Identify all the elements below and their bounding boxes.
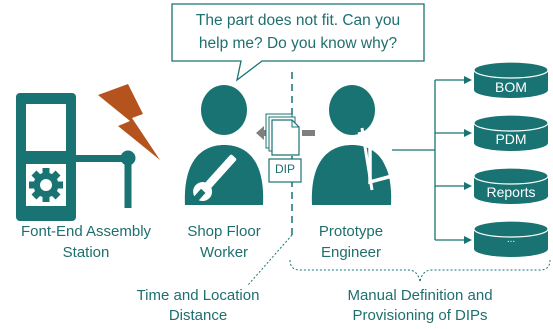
lightning-icon [98, 84, 160, 160]
gap-caption-line-1: Time and Location [136, 287, 260, 304]
assembly-station-label-line-1: Font-End Assembly [20, 223, 152, 240]
worker-icon [184, 85, 264, 205]
arrow-shaft [302, 130, 315, 136]
gap-caption-line-2: Distance [168, 307, 228, 324]
drafting-tools-icon [357, 125, 395, 191]
assembly-station-label-line-2: Station [62, 244, 110, 261]
database-label-pdm: PDM [495, 131, 527, 147]
database-label-more: ... [506, 234, 516, 245]
worker-label-line-1: Shop Floor [187, 223, 261, 240]
database-pdm [473, 114, 549, 151]
curly-brace [289, 259, 551, 283]
manual-caption-line-2: Provisioning of DIPs [352, 307, 488, 324]
manual-caption-line-1: Manual Definition and [347, 287, 493, 304]
connector-lines [392, 79, 465, 241]
database-label-bom: BOM [495, 79, 527, 95]
database-label-reports: Reports [486, 184, 536, 200]
engineer-icon [311, 85, 395, 205]
wrench-icon [192, 154, 237, 203]
speech-bubble-line-2: help me? Do you know why? [198, 35, 398, 52]
gear-icon [29, 168, 63, 202]
engineer-label-line-1: Prototype [318, 223, 384, 240]
database-more [473, 220, 549, 257]
engineer-label-line-2: Engineer [320, 244, 382, 261]
database-reports [473, 167, 549, 204]
assembly-station-icon [16, 93, 136, 221]
connector-arrowheads [464, 76, 472, 244]
worker-label-line-2: Worker [199, 244, 249, 261]
database-bom [473, 61, 549, 98]
speech-bubble [171, 3, 425, 82]
gap-pointer-line [247, 234, 293, 286]
document-label: DIP [274, 162, 295, 176]
document-icon [265, 113, 302, 183]
speech-bubble-line-1: The part does not fit. Can you [195, 12, 401, 29]
